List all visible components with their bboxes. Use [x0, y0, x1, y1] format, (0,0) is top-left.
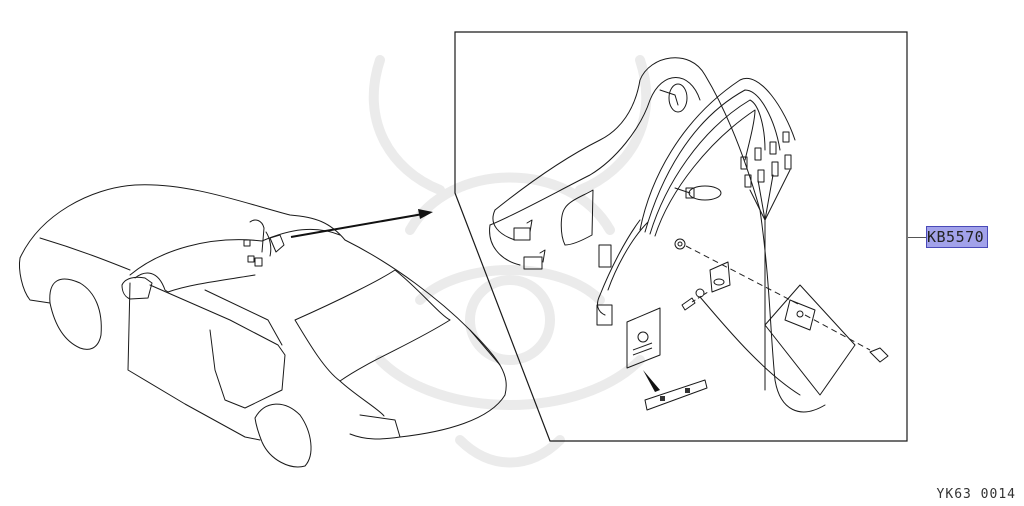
callout-leader-line [908, 236, 926, 238]
pointer-arrow [290, 209, 433, 238]
watermark-emblem [368, 55, 652, 468]
part-callout[interactable]: KB5570 [908, 226, 988, 248]
detail-frame [454, 31, 908, 442]
part-number-text: KB5570 [927, 228, 985, 246]
part-number-highlight [926, 226, 988, 248]
wiring-harness-detail [489, 57, 889, 413]
switch-plate [626, 307, 661, 369]
part-number-label[interactable]: KB5570 [926, 226, 988, 248]
car-body-illustration [19, 184, 507, 468]
diagram-code: YK63 0014 [936, 487, 1016, 502]
harness-thumbnail [243, 219, 285, 267]
